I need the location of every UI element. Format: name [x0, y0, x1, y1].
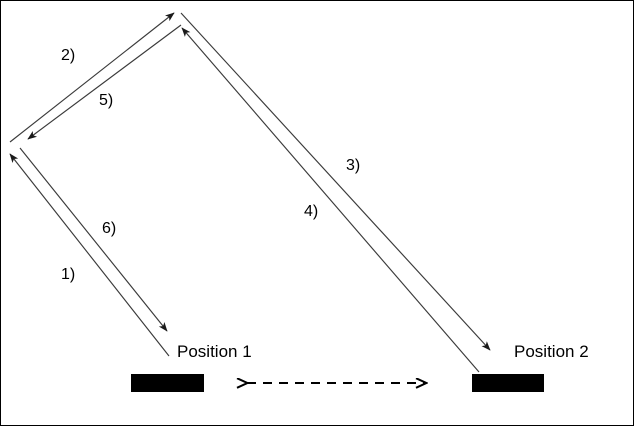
arrow-step-1 — [9, 153, 170, 357]
arrow-step-4 — [181, 27, 480, 373]
arrow-step-3 — [180, 12, 491, 351]
step-label-3: 3) — [346, 157, 361, 174]
position-2-label: Position 2 — [514, 342, 589, 361]
step-label-6: 6) — [102, 220, 117, 237]
arrow-step-6 — [19, 147, 168, 332]
position-1-bar — [131, 374, 204, 392]
arrow-step-2 — [9, 12, 175, 143]
position-2-bar — [472, 374, 544, 392]
step-label-1: 1) — [61, 266, 76, 283]
arrow-step-5 — [27, 24, 182, 140]
step-label-2: 2) — [61, 47, 76, 64]
position-1-label: Position 1 — [177, 342, 252, 361]
step-label-5: 5) — [99, 92, 114, 109]
step-label-4: 4) — [304, 203, 319, 220]
